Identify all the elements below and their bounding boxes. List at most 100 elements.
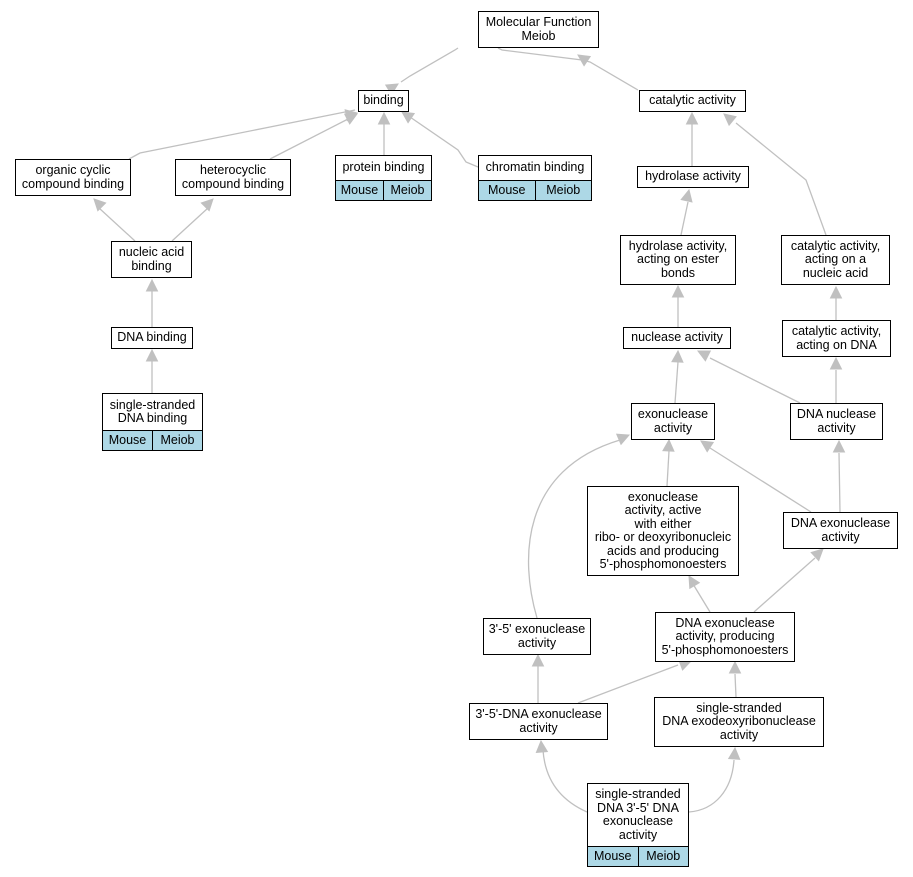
node-label: single-stranded DNA 3'-5' DNA exonucleas…	[588, 784, 688, 846]
node-text-line: single-stranded	[696, 700, 782, 715]
edge-line	[692, 583, 711, 613]
edge-line	[542, 749, 588, 813]
node-label: hydrolase activity, acting on ester bond…	[621, 236, 735, 284]
node-text-line: acting on a	[804, 252, 867, 267]
node-nuclease-activity[interactable]: nuclease activity	[623, 327, 731, 349]
node-text-line: activity	[719, 727, 759, 742]
node-catalytic-activity[interactable]: catalytic activity	[639, 90, 746, 112]
edge-arrowhead	[531, 653, 545, 667]
annotation-species[interactable]: Mouse	[108, 432, 147, 447]
node-text-line: ribo- or deoxyribonucleic	[594, 530, 732, 544]
node-label: DNA binding	[112, 328, 192, 348]
node-hydrolase-activity-ester-bonds[interactable]: hydrolase activity, acting on ester bond…	[620, 235, 736, 285]
node-label: DNA nuclease activity	[791, 404, 882, 439]
edge-arrowhead	[685, 111, 699, 125]
node-dna-exonuclease-5-phosphomonoesters[interactable]: DNA exonuclease activity, producing 5'-p…	[655, 612, 795, 662]
node-label: DNA exonuclease activity	[784, 513, 897, 548]
node-exonuclease-activity[interactable]: exonuclease activity	[631, 403, 715, 440]
node-label: chromatin binding	[479, 156, 591, 180]
node-dna-binding[interactable]: DNA binding	[111, 327, 193, 349]
node-dna-exonuclease-activity[interactable]: DNA exonuclease activity	[783, 512, 898, 549]
node-binding[interactable]: binding	[358, 90, 409, 112]
annotation-species[interactable]: Mouse	[593, 848, 632, 863]
node-text-line: activity	[517, 635, 557, 650]
edge-arrowhead	[200, 198, 214, 212]
node-text-line: single-stranded	[595, 787, 681, 801]
node-label: protein binding	[336, 156, 431, 180]
edge-arrowhead	[662, 438, 675, 452]
node-text-line: catalytic activity,	[791, 324, 882, 338]
edge-arrowhead	[728, 660, 742, 674]
edge-arrowhead	[829, 356, 843, 370]
node-text-line: nucleic acid	[802, 265, 869, 280]
node-label: catalytic activity, acting on DNA	[783, 321, 890, 356]
annotation-gene[interactable]: Meiob	[637, 847, 689, 866]
node-text-line: organic cyclic	[35, 163, 111, 177]
node-catalytic-activity-dna[interactable]: catalytic activity, acting on DNA	[782, 320, 891, 357]
node-hydrolase-activity[interactable]: hydrolase activity	[637, 166, 749, 188]
node-catalytic-activity-nucleic-acid[interactable]: catalytic activity, acting on a nucleic …	[781, 235, 890, 285]
edge-line	[269, 117, 351, 160]
annotation-species[interactable]: Mouse	[487, 182, 526, 197]
edge-line	[409, 116, 479, 168]
node-label: exonuclease activity, active with either…	[588, 487, 738, 575]
node-text-line: compound binding	[21, 176, 125, 191]
node-text-line: 3'-5' exonuclease	[488, 622, 586, 636]
node-text-line: acting on ester	[637, 252, 719, 267]
node-exonuclease-5-phosphomonoesters[interactable]: exonuclease activity, active with either…	[587, 486, 739, 576]
edge-arrowhead	[700, 440, 715, 453]
annotation-row: Mouse Meiob	[103, 430, 202, 450]
edge-arrowhead	[671, 284, 685, 298]
node-text-line: binding	[131, 258, 172, 273]
node-label: single-stranded DNA exodeoxyribonuclease…	[655, 698, 823, 746]
node-text-line: acids and producing	[607, 543, 719, 558]
node-text-line: DNA exonuclease	[790, 516, 891, 530]
node-text-line: 3'-5'-DNA exonuclease	[475, 707, 602, 721]
node-text-line: activity	[653, 420, 693, 435]
annotation-row: Mouse Meiob	[336, 180, 431, 200]
node-heterocyclic-compound-binding[interactable]: heterocyclic compound binding	[175, 159, 291, 196]
node-label: 3'-5' exonuclease activity	[484, 619, 590, 654]
node-text-line: with either	[634, 516, 692, 531]
node-text-line: catalytic activity,	[790, 238, 881, 253]
node-text-line: activity, producing	[675, 629, 775, 644]
node-text-line: heterocyclic	[200, 163, 266, 177]
node-molecular-function[interactable]: Molecular Function Meiob	[478, 11, 599, 48]
node-protein-binding[interactable]: protein binding Mouse Meiob	[335, 155, 432, 201]
edge-arrowhead	[723, 113, 737, 127]
edge-arrowhead	[810, 548, 824, 562]
node-nucleic-acid-binding[interactable]: nucleic acid binding	[111, 241, 192, 278]
annotation-row: Mouse Meiob	[479, 180, 591, 200]
node-text-line: exonuclease	[637, 407, 709, 421]
node-dna-nuclease-activity[interactable]: DNA nuclease activity	[790, 403, 883, 440]
edge-arrowhead	[696, 350, 712, 362]
annotation-gene[interactable]: Meiob	[152, 431, 202, 450]
node-organic-cyclic-compound-binding[interactable]: organic cyclic compound binding	[15, 159, 131, 196]
edge-line	[753, 557, 816, 613]
node-single-stranded-dna-3-5-exonuclease[interactable]: single-stranded DNA 3'-5' DNA exonucleas…	[587, 783, 689, 867]
node-chromatin-binding[interactable]: chromatin binding Mouse Meiob	[478, 155, 592, 201]
node-text-line: single-stranded	[109, 397, 196, 412]
edge-arrowhead	[145, 278, 159, 292]
node-text-line: nuclease activity	[631, 330, 723, 345]
edge-arrowhead	[384, 83, 399, 96]
node-text-line: hydrolase activity	[645, 169, 741, 184]
edge-line	[577, 664, 679, 704]
node-label: exonuclease activity	[632, 404, 714, 439]
edge-line	[527, 439, 621, 619]
edge-line	[838, 452, 841, 513]
edge-line	[734, 673, 737, 698]
node-single-stranded-dna-binding[interactable]: single-stranded DNA binding Mouse Meiob	[102, 393, 203, 451]
node-3-5-exonuclease-activity[interactable]: 3'-5' exonuclease activity	[483, 618, 591, 655]
annotation-gene[interactable]: Meiob	[534, 181, 592, 200]
node-text-line: DNA nuclease	[796, 407, 877, 421]
node-3-5-dna-exonuclease-activity[interactable]: 3'-5'-DNA exonuclease activity	[469, 703, 608, 740]
edge-arrowhead	[727, 746, 741, 760]
node-label: single-stranded DNA binding	[103, 394, 202, 430]
node-text-line: activity, active	[624, 503, 702, 517]
node-text-line: activity	[821, 529, 860, 544]
node-single-stranded-dna-exodeoxyribonuclease[interactable]: single-stranded DNA exodeoxyribonuclease…	[654, 697, 824, 747]
edge-line	[497, 47, 639, 91]
annotation-species[interactable]: Mouse	[340, 182, 379, 197]
annotation-gene[interactable]: Meiob	[383, 181, 431, 200]
